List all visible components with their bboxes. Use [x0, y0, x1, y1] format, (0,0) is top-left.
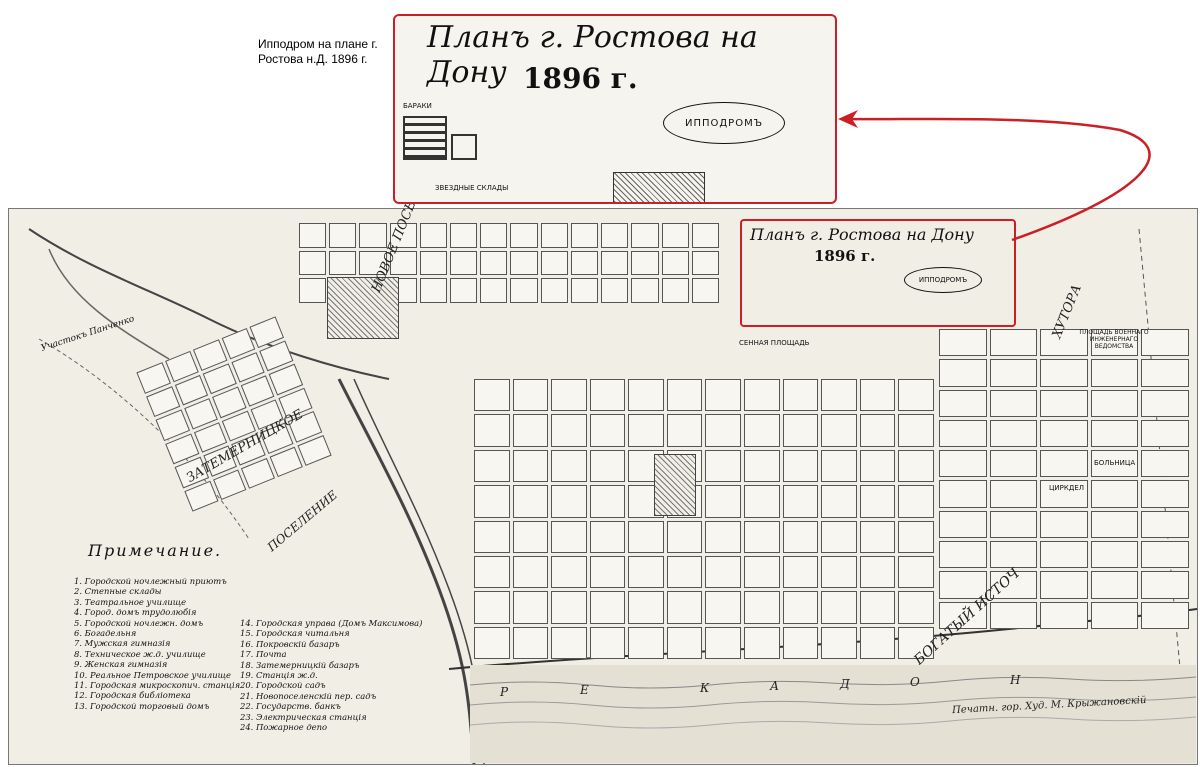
river-letter: Д: [840, 677, 850, 691]
inset-building: [403, 116, 447, 160]
legend-column-1: 1. Городской ночлежный приютъ 2. Степные…: [74, 576, 240, 711]
northern-blocks: [299, 223, 719, 303]
legend-item: 1. Городской ночлежный приютъ: [74, 576, 227, 586]
small-hippodrome-label: ИППОДРОМЪ: [918, 276, 968, 284]
river-letter: К: [700, 681, 710, 695]
legend-item: 5. Городской ночлежн. домъ: [74, 617, 204, 628]
small-map-title: Планъ г. Ростова на Дону: [750, 225, 974, 244]
river-letter: Р: [500, 685, 509, 699]
place-tsirkdel: ЦИРКДЕЛ: [1049, 484, 1085, 492]
inset-building: [451, 134, 477, 160]
legend-item: 4. Город. домъ трудолюбія: [74, 607, 197, 618]
legend-item: 10. Реальное Петровское училище: [74, 669, 231, 680]
inset-market: [613, 172, 705, 202]
legend-item: 3. Театральное училище: [74, 596, 187, 607]
river-letter: Н: [1010, 673, 1021, 687]
river-don: Р Е К А Д О Н: [470, 665, 1196, 763]
small-hippodrome-oval: ИППОДРОМЪ: [904, 267, 982, 293]
river-letter: Е: [580, 683, 589, 697]
city-plan-map: НОВОЕ ПОСЕЛЕНИЕ ЗАТЕМЕРНИЦКОЕ ПОСЕЛЕНИЕ …: [8, 150, 1198, 765]
small-map-year: 1896 г.: [814, 247, 876, 265]
legend-item: 18. Затемерницкій базаръ: [240, 659, 360, 670]
legend-item: 22. Государств. банкъ: [240, 701, 341, 712]
place-ploshchad-inzhenernogo: ПЛОЩАДЬ ВОЕННАГО ИНЖЕНЕРНАГО ВЕДОМСТВА: [1079, 329, 1149, 350]
legend-item: 21. Новопоселенскій пер. садъ: [240, 690, 377, 701]
legend-item: 17. Почта: [240, 649, 287, 660]
legend-item: 7. Мужская гимназія: [74, 638, 171, 649]
legend-item: 24. Пожарное депо: [240, 722, 328, 733]
legend-column-2: 14. Городская управа (Домъ Максимова) 15…: [240, 618, 422, 732]
legend-item: 13. Городской торговый домъ: [74, 700, 210, 711]
inset-map-title: Планъ г. Ростова на Дону: [427, 20, 758, 90]
river-letter: О: [910, 675, 920, 689]
central-blocks: [474, 379, 934, 659]
legend-item: 15. Городская читальня: [240, 628, 350, 639]
legend-item: 23. Электрическая станція: [240, 711, 367, 722]
hippodrome-highlight-frame: Планъ г. Ростова на Дону 1896 г. ИППОДРО…: [740, 219, 1016, 327]
map-caption: Ипподром на плане г. Ростова н.Д. 1896 г…: [258, 37, 378, 66]
enlarged-inset: Планъ г. Ростова на Дону 1896 г. ИППОДРО…: [393, 14, 837, 204]
river-letter: А: [770, 679, 780, 693]
legend-item: 20. Городской садъ: [240, 680, 326, 691]
park-area: [327, 277, 399, 339]
legend-item: 2. Степные склады: [74, 586, 162, 597]
legend-item: 11. Городская микроскопич. станція: [74, 680, 241, 691]
hippodrome-label: ИППОДРОМЪ: [684, 117, 764, 129]
legend-item: 16. Покровскій базаръ: [240, 638, 340, 649]
hippodrome-oval: ИППОДРОМЪ: [663, 102, 785, 144]
place-senaya: СЕННАЯ ПЛОЩАДЬ: [739, 339, 810, 347]
legend-item: 9. Женская гимназія: [74, 659, 168, 670]
legend-item: 12. Городская библіотека: [74, 690, 191, 701]
legend-item: 6. Богадельня: [74, 628, 137, 639]
legend-title: Примечание.: [88, 541, 223, 560]
legend-item: 8. Техническое ж.д. училище: [74, 648, 206, 659]
legend-item: 14. Городская управа (Домъ Максимова): [240, 618, 423, 628]
place-bolnitsa: БОЛЬНИЦА: [1094, 459, 1136, 467]
garden-area: [654, 454, 696, 516]
inset-barracks-label: БАРАКИ: [403, 102, 432, 110]
inset-map-year: 1896 г.: [523, 62, 638, 95]
inset-warehouses-label: ЗВЕЗДНЫЕ СКЛАДЫ: [435, 184, 509, 192]
eastern-blocks: [939, 329, 1189, 629]
legend-item: 19. Станція ж.д.: [240, 670, 318, 681]
